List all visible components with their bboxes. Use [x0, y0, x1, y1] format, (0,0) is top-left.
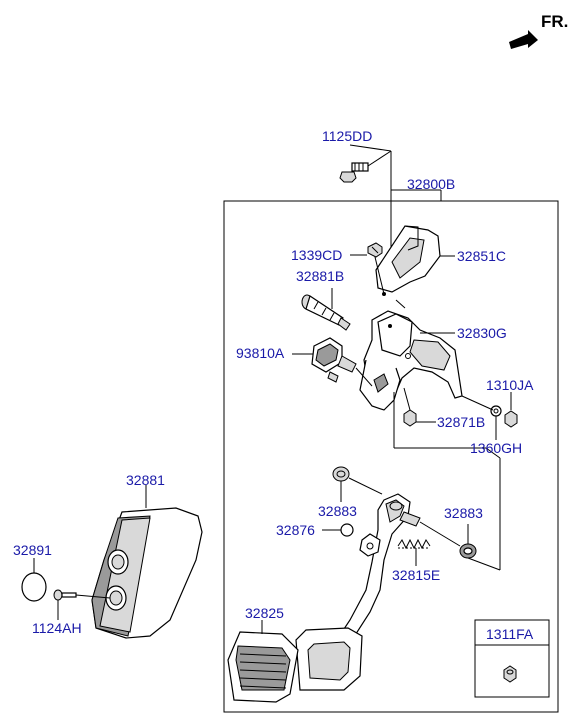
front-direction-label: FR.: [541, 12, 568, 31]
label-1125DD: 1125DD: [322, 128, 372, 144]
pivot-sleeve: [399, 511, 421, 527]
label-32830G: 32830G: [457, 325, 507, 341]
bushing-32883-left: [332, 466, 350, 482]
label-32825: 32825: [245, 605, 284, 621]
label-32881B: 32881B: [296, 268, 344, 284]
bracket-32851C: [375, 225, 441, 293]
bolt-32881B: [301, 294, 351, 331]
bumper-32876: [340, 523, 354, 537]
label-93810A: 93810A: [236, 345, 285, 361]
pedal-plate: [295, 627, 363, 691]
leader-1125DD-a: [367, 150, 392, 167]
nut-1339CD: [367, 242, 383, 258]
pedal-arm: [333, 493, 411, 649]
leader-32871B-b: [403, 387, 411, 411]
label-32883-right: 32883: [444, 505, 483, 521]
label-1339CD: 1339CD: [291, 247, 342, 263]
leader-1124AH-b: [75, 594, 111, 599]
label-1360GH: 1360GH: [470, 440, 522, 456]
label-1310JA: 1310JA: [486, 377, 534, 393]
box-1311FA: [474, 619, 550, 698]
label-32800B: 32800B: [407, 176, 455, 192]
leader-1339CD-pin: [374, 256, 385, 295]
label-32881: 32881: [126, 472, 165, 488]
spring-32815E: [397, 538, 431, 550]
label-32815E: 32815E: [392, 567, 440, 583]
pad-cover-32881: [91, 507, 203, 639]
cap-32891: [21, 572, 47, 602]
label-32851C: 32851C: [457, 248, 506, 264]
leader-1125DD-c: [349, 144, 392, 152]
washer-1360GH: [490, 405, 502, 417]
leader-1360GH-b: [461, 395, 494, 411]
bracket-32830G: [359, 299, 463, 411]
label-32871B: 32871B: [437, 414, 485, 430]
front-arrow-icon: [509, 30, 538, 49]
label-1124AH: 1124AH: [32, 620, 82, 636]
label-32891: 32891: [13, 542, 52, 558]
pedal-pad-32825: [227, 631, 299, 703]
bolt-1125DD: [339, 162, 369, 183]
label-1311FA: 1311FA: [486, 626, 534, 642]
leader-32883-left-b: [348, 477, 383, 495]
label-32883-left: 32883: [318, 503, 357, 519]
leader-93810A-b: [355, 367, 373, 387]
switch-93810A: [311, 337, 357, 383]
nut-32871B: [403, 409, 417, 427]
leader-32883-right-b: [419, 521, 461, 547]
nut-1310JA: [504, 410, 518, 428]
front-direction-indicator: FR.: [509, 12, 568, 49]
screw-1124AH: [53, 589, 77, 601]
nut-1311FA: [503, 665, 517, 683]
label-32876: 32876: [276, 522, 315, 538]
bushing-32883-right: [459, 543, 477, 559]
